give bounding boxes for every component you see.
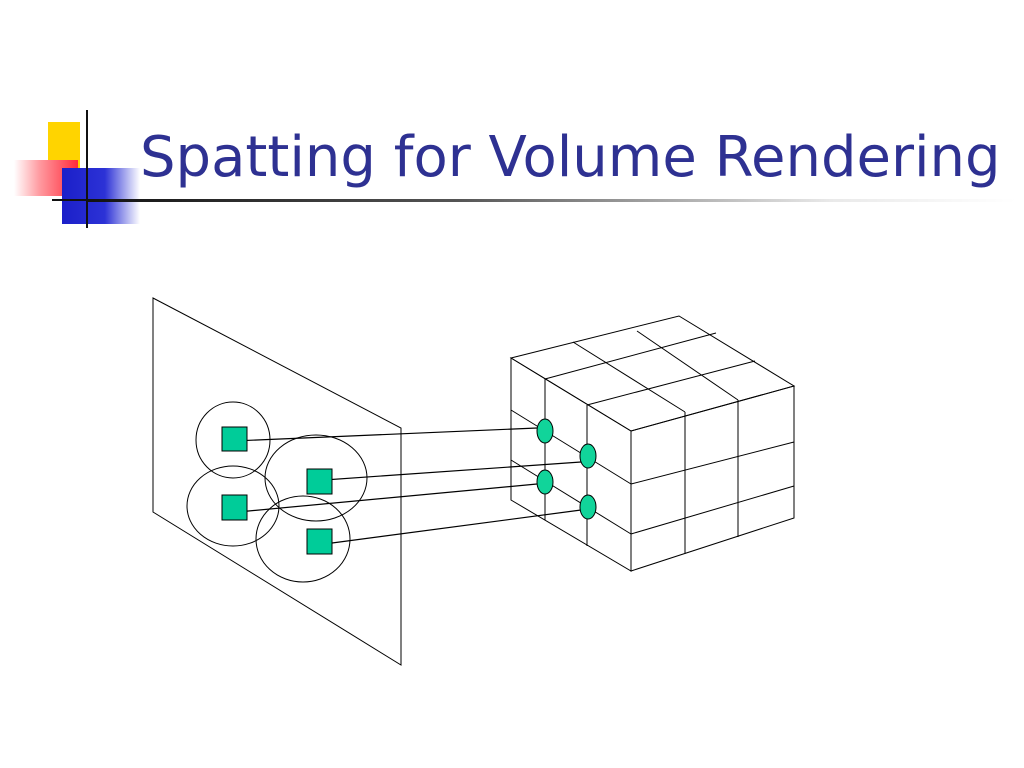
voxel-point (579, 443, 597, 469)
splat-square (221, 426, 248, 452)
footprint-circles (186, 401, 368, 583)
projection-arrow (316, 509, 582, 548)
projection-arrow (237, 483, 538, 516)
logo-blue-square (62, 168, 140, 224)
voxel-point (579, 494, 597, 520)
voxel-points (536, 418, 597, 520)
footprint-circle (186, 465, 280, 547)
projection-arrow (309, 461, 582, 485)
projection-arrows (232, 427, 582, 548)
footprint-circle (264, 434, 368, 522)
title-underline (86, 199, 1016, 202)
voxel-point (536, 469, 554, 495)
splat-square (306, 528, 333, 555)
splat-square (221, 494, 248, 521)
splat-squares (221, 426, 333, 555)
voxel-point (536, 418, 554, 444)
splat-square (306, 468, 333, 495)
page-title: Spatting for Volume Rendering (140, 125, 1001, 190)
voxel-grid-cube (509, 315, 796, 572)
corner-logo-icon (0, 0, 140, 240)
footprint-circle (255, 495, 351, 583)
projection-arrow (232, 427, 538, 445)
image-plane (152, 297, 402, 666)
logo-vertical-line (86, 110, 88, 228)
